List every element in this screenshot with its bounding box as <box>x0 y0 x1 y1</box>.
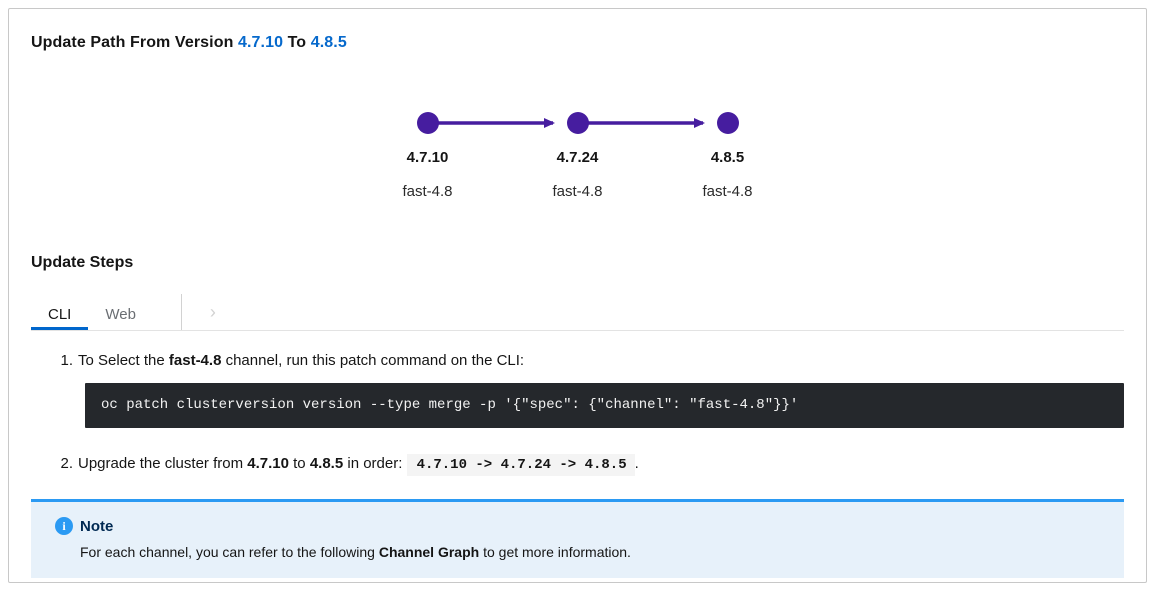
step-1-text-after: channel, run this patch command on the C… <box>221 352 525 369</box>
step-1: 1. To Select the fast-4.8 channel, run t… <box>31 351 1124 429</box>
tab-cli[interactable]: CLI <box>31 294 89 330</box>
step-body: To Select the fast-4.8 channel, run this… <box>78 351 1124 429</box>
node-version: 4.8.5 <box>710 149 745 166</box>
step-1-channel: fast-4.8 <box>168 352 222 369</box>
graph-node-label: 4.8.5 fast-4.8 <box>653 149 803 200</box>
step-number: 1. <box>60 352 73 369</box>
node-version: 4.7.24 <box>556 149 599 166</box>
note-text-after: to get more information. <box>479 544 631 561</box>
tab-bar: CLI Web › <box>31 294 1124 331</box>
update-path-graph: 4.7.10 fast-4.8 4.7.24 fast-4.8 4.8.5 fa… <box>353 110 803 200</box>
note-header: i Note <box>55 517 1100 536</box>
title-prefix: Update Path From Version <box>31 34 238 51</box>
update-path-graph-canvas <box>416 112 739 134</box>
step-1-text-before: To Select the <box>78 352 169 369</box>
tab-web[interactable]: Web <box>105 306 136 323</box>
to-label: To <box>283 34 311 51</box>
update-steps-heading: Update Steps <box>31 254 134 271</box>
tab-scroll-right-button[interactable]: › <box>182 294 244 330</box>
tab-divider <box>180 294 182 330</box>
step-2-period: . <box>634 455 639 473</box>
node-channel: fast-4.8 <box>702 183 753 200</box>
note-alert: i Note For each channel, you can refer t… <box>31 499 1124 579</box>
update-path-panel: Update Path From Version 4.7.10 To 4.8.5… <box>8 8 1147 583</box>
node-channel: fast-4.8 <box>402 183 453 200</box>
note-text-before: For each channel, you can refer to the f… <box>80 544 379 561</box>
node-4-7-10[interactable] <box>416 112 439 134</box>
chevron-right-icon: › <box>209 301 216 322</box>
step-2-from-version: 4.7.10 <box>247 455 289 473</box>
info-icon: i <box>55 517 73 536</box>
page-title: Update Path From Version 4.7.10 To 4.8.5 <box>31 34 1124 52</box>
upgrade-order-code: 4.7.10 -> 4.7.24 -> 4.8.5 <box>406 454 635 477</box>
note-title: Note <box>80 517 114 535</box>
graph-node-label: 4.7.24 fast-4.8 <box>503 149 653 200</box>
step-2: 2. Upgrade the cluster from 4.7.10 to 4.… <box>31 454 1124 477</box>
step-body: Upgrade the cluster from 4.7.10 to 4.8.5… <box>78 454 1124 477</box>
note-channel-graph-label: Channel Graph <box>378 544 480 561</box>
patch-command-code-block[interactable]: oc patch clusterversion version --type m… <box>85 383 1124 429</box>
node-channel: fast-4.8 <box>552 183 603 200</box>
to-version: 4.8.5 <box>310 34 347 51</box>
step-1-text: To Select the fast-4.8 channel, run this… <box>78 351 1124 371</box>
graph-labels: 4.7.10 fast-4.8 4.7.24 fast-4.8 4.8.5 fa… <box>353 149 803 200</box>
from-version: 4.7.10 <box>237 34 284 51</box>
step-2-text-2: to <box>288 455 310 473</box>
steps-list: 1. To Select the fast-4.8 channel, run t… <box>31 351 1124 477</box>
step-2-to-version: 4.8.5 <box>309 455 344 473</box>
node-4-8-5[interactable] <box>716 112 739 134</box>
step-number: 2. <box>60 455 73 473</box>
step-2-text-1: Upgrade the cluster from <box>78 455 248 473</box>
node-version: 4.7.10 <box>406 149 449 166</box>
node-4-7-24[interactable] <box>566 112 589 134</box>
step-2-text-3: in order: <box>343 455 407 473</box>
graph-node-label: 4.7.10 fast-4.8 <box>353 149 503 200</box>
note-body: For each channel, you can refer to the f… <box>80 544 1100 560</box>
